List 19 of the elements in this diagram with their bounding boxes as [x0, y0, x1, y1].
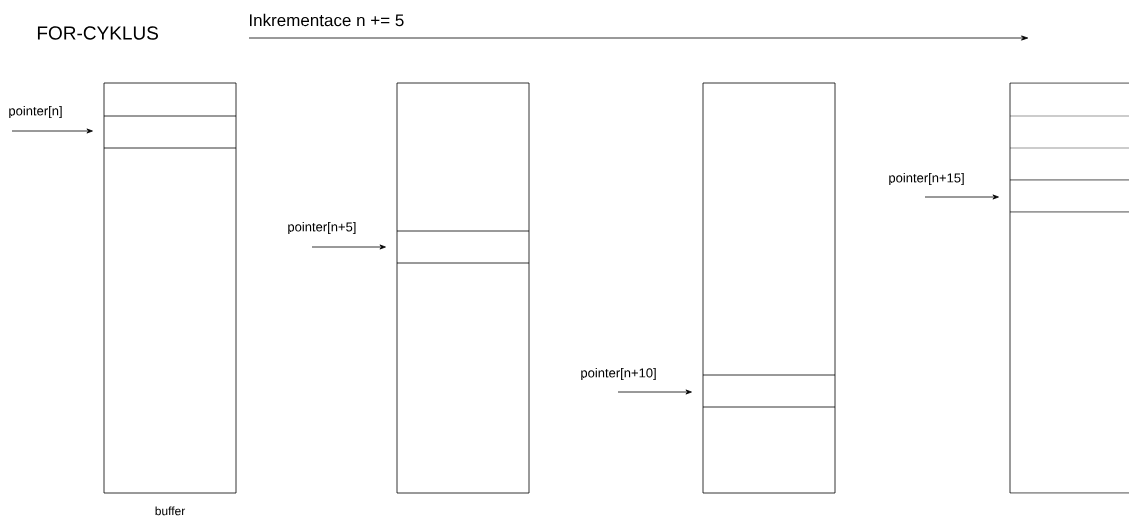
pointer-label: pointer[n+15] [889, 172, 964, 186]
arrow [924, 194, 999, 200]
arrow [617, 389, 692, 395]
pointer-label: pointer[n+10] [581, 367, 656, 381]
buffer-slot [103, 115, 237, 149]
pointer-label: pointer[n] [9, 105, 62, 119]
arrow [11, 128, 93, 134]
buffer-slot [396, 230, 530, 264]
buffer-slot [1009, 179, 1129, 213]
buffer-column [1009, 82, 1129, 494]
arrow-label: Inkrementace n += 5 [249, 13, 404, 27]
buffer-column [103, 82, 237, 494]
node-label: buffer [155, 506, 186, 516]
pointer-label: pointer[n+5] [288, 221, 356, 235]
buffer-slot [702, 374, 836, 408]
buffer-column [702, 82, 836, 494]
title: FOR-CYKLUS [37, 26, 158, 40]
arrow [311, 244, 386, 250]
buffer-column [396, 82, 530, 494]
